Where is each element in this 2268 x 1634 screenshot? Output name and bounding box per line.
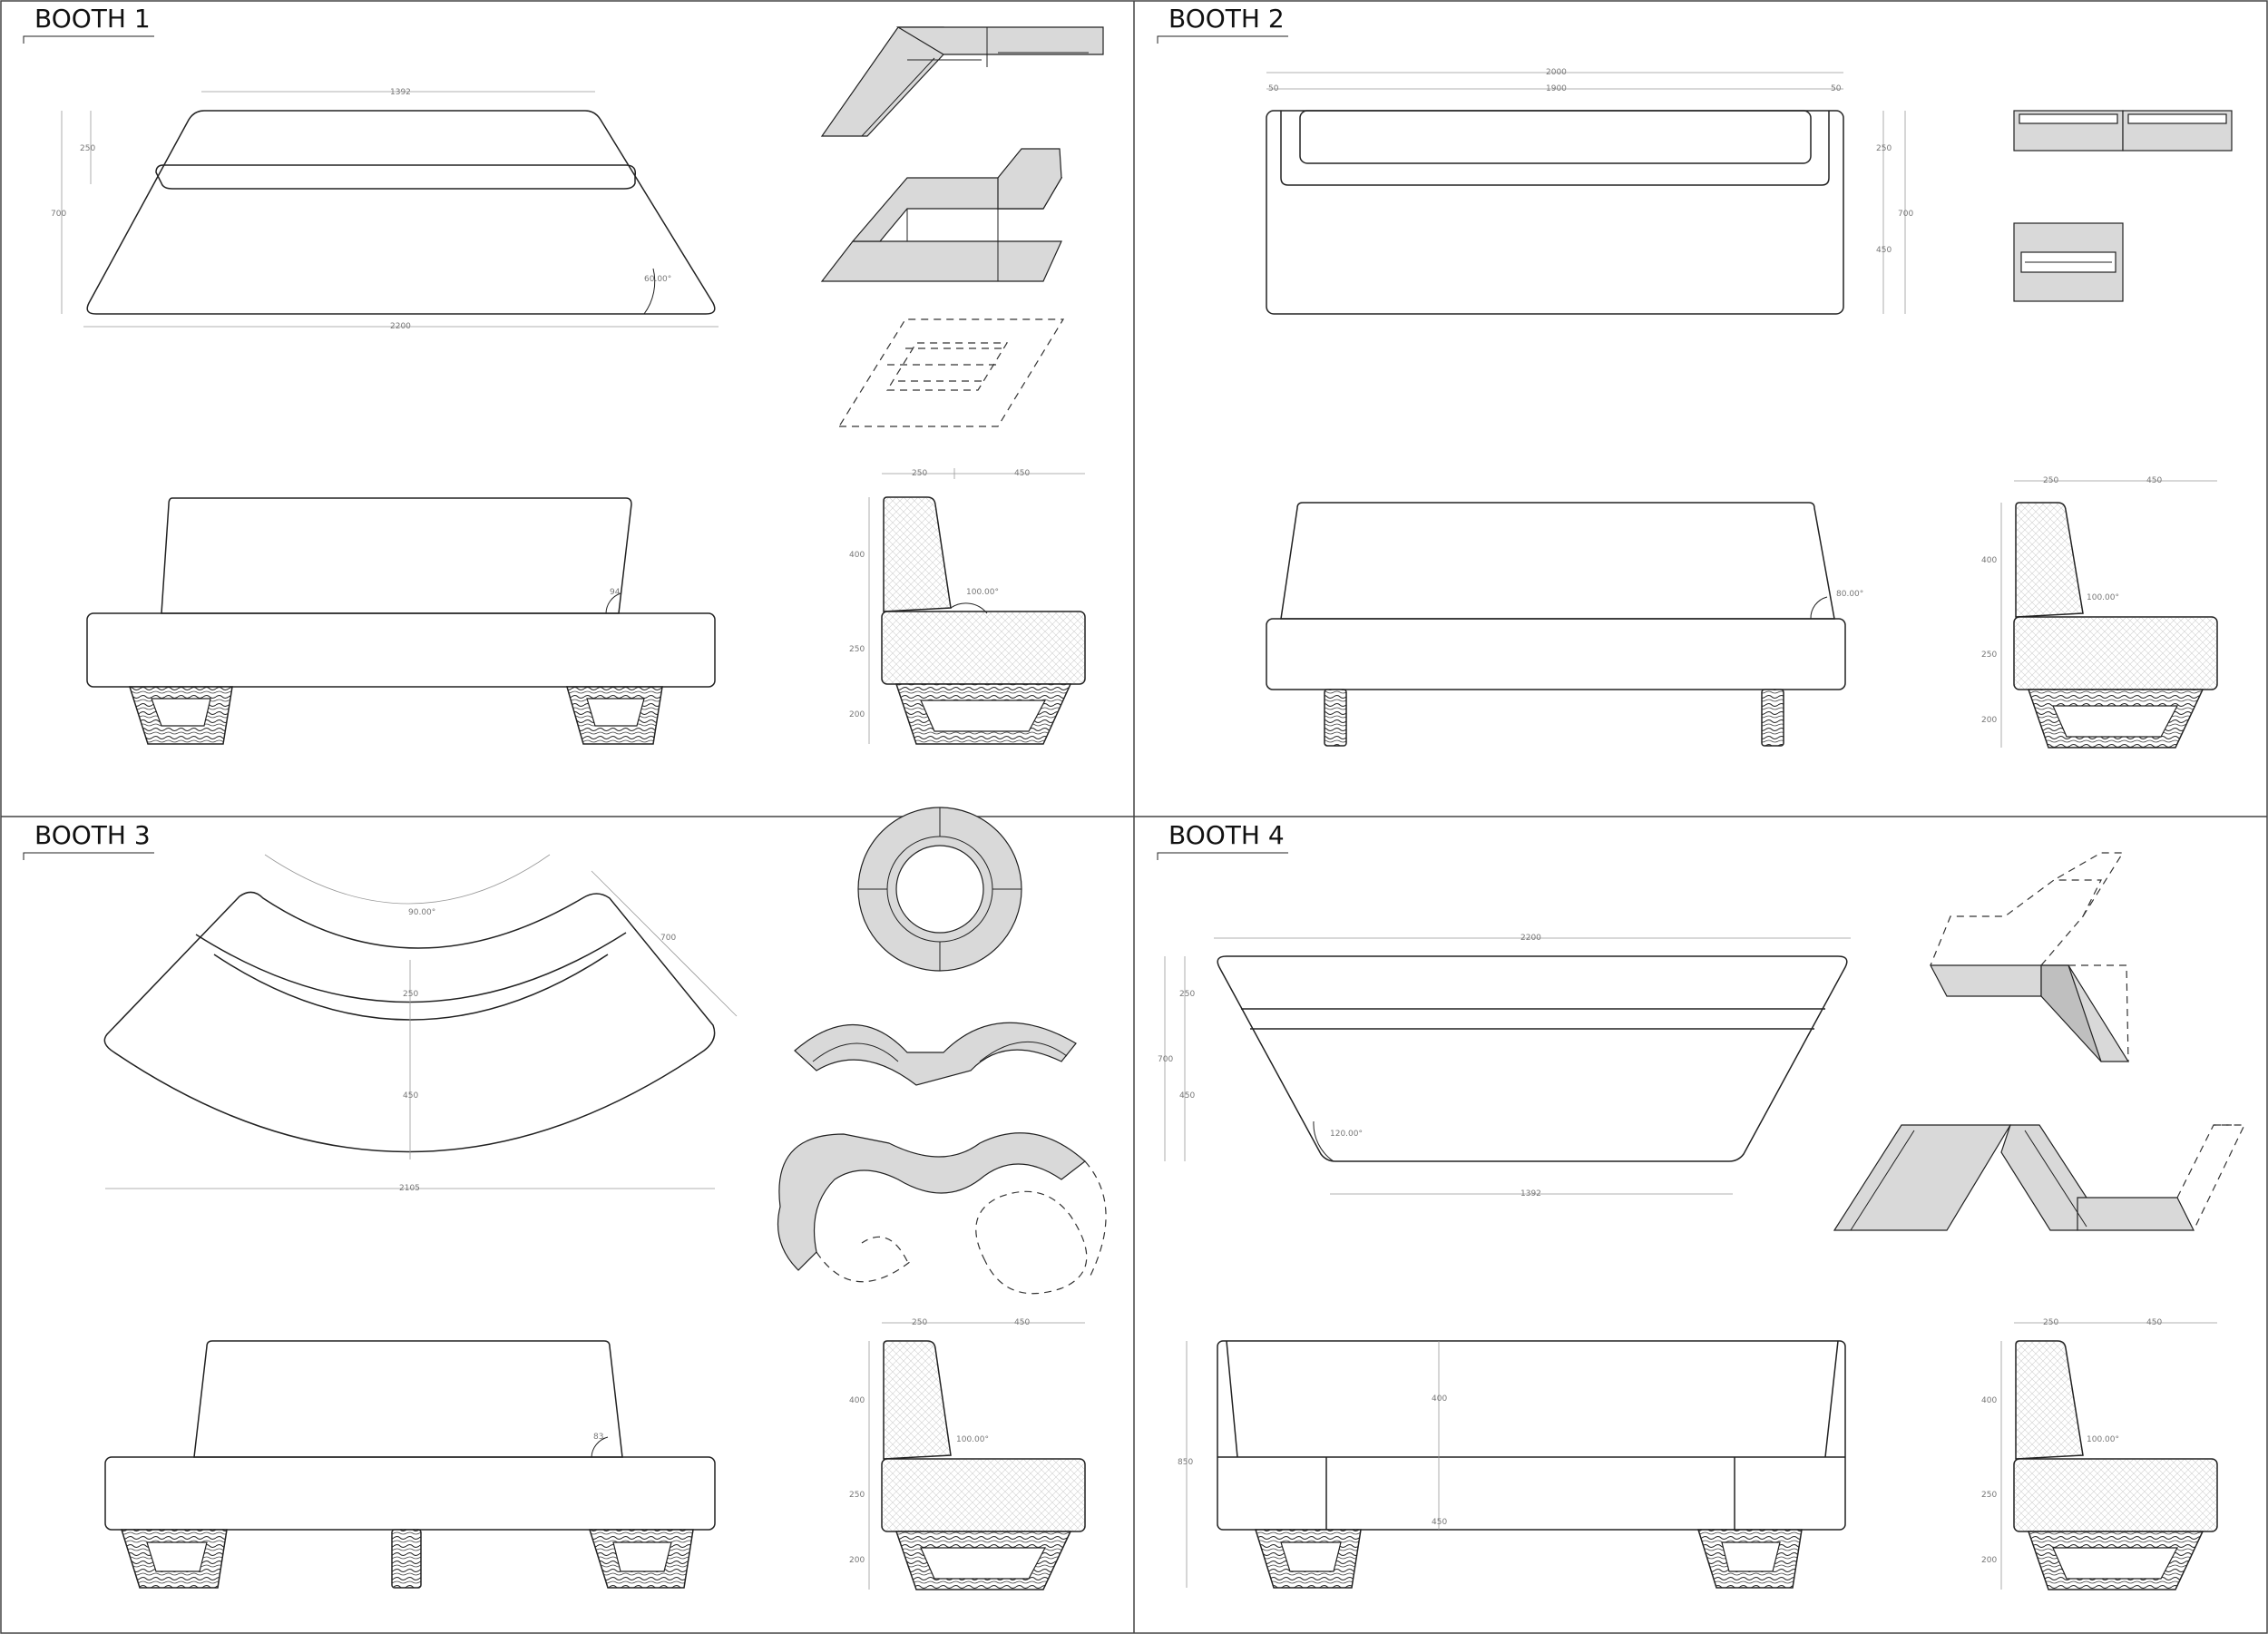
booth-1-plan-back-depth: 250	[80, 144, 95, 153]
booth-4-plan-top-width: 2200	[1520, 934, 1541, 943]
booth-1-plan-depth: 700	[51, 210, 66, 219]
booth-4-plan-depth: 700	[1158, 1055, 1173, 1064]
booth-1-side-section: 250 450 400 250 200 100.00°	[849, 468, 1086, 745]
booth-1-title-underline	[23, 35, 154, 44]
booth-4-configurations	[1833, 852, 2245, 1231]
booth-3-front-angle: 83	[593, 1433, 603, 1442]
booth-2-front-elevation: 80.00°	[1266, 502, 1863, 747]
booth-1-plan-bottom-width: 2200	[390, 322, 411, 331]
booth-3-plan-seat-depth: 450	[403, 1091, 418, 1101]
booth-4-plan-angle: 120.00°	[1330, 1130, 1363, 1139]
booth-2-plan-side-right: 50	[1831, 84, 1842, 93]
booth-3-side-seat-depth: 450	[1014, 1318, 1030, 1327]
booth-4-side-seat-height: 250	[1981, 1491, 1997, 1500]
booth-4-title-underline	[1157, 852, 1288, 860]
booth-4-title: BOOTH 4	[1168, 820, 1285, 850]
booth-2-plan-inner: 1900	[1546, 84, 1567, 93]
booth-2-side-section: 250 450 400 250 200 100.00°	[1981, 476, 2218, 749]
booth-3-title-underline	[23, 852, 154, 860]
booth-4-side-angle: 100.00°	[2087, 1435, 2119, 1444]
booth-2-panel: BOOTH 2 2000 1900 50 50 250 450 700	[1157, 4, 2233, 749]
booth-2-side-seat-height: 250	[1981, 651, 1997, 660]
booth-1-side-seat-depth: 450	[1014, 469, 1030, 478]
booth-1-panel: BOOTH 1 1392 2200 700 250 60.00°	[23, 4, 1104, 745]
booth-2-plan-seat-depth: 450	[1876, 246, 1892, 255]
booth-2-side-back-width: 250	[2043, 476, 2058, 485]
booth-1-front-elevation: 94	[86, 497, 716, 745]
booth-3-side-angle: 100.00°	[956, 1435, 989, 1444]
booth-1-front-angle: 94	[610, 588, 621, 597]
booth-2-title-underline	[1157, 35, 1288, 44]
booth-3-plan-view: 90.00° 700 250 450 2105	[103, 854, 738, 1193]
booth-4-front-seat-height: 450	[1432, 1518, 1447, 1527]
booth-3-plan-depth: 700	[660, 934, 676, 943]
booth-4-front-back-height: 400	[1432, 1394, 1447, 1404]
booth-2-side-angle: 100.00°	[2087, 593, 2119, 602]
booth-3-side-back-height: 400	[849, 1396, 865, 1405]
booth-3-side-seat-height: 250	[849, 1491, 865, 1500]
booth-3-configurations	[777, 807, 1107, 1295]
booth-4-side-section: 250 450 400 250 200 100.00°	[1981, 1318, 2218, 1590]
booth-2-side-back-height: 400	[1981, 556, 1997, 565]
booth-4-side-back-height: 400	[1981, 1396, 1997, 1405]
booth-4-side-seat-depth: 450	[2146, 1318, 2162, 1327]
booth-4-plan-back-depth: 250	[1179, 990, 1195, 999]
booth-2-plan-depth: 700	[1898, 210, 1913, 219]
booth-2-configurations	[2013, 110, 2233, 302]
booth-4-plan-view: 2200 250 450 700 120.00° 1392	[1158, 934, 1851, 1199]
booth-1-plan-view: 1392 2200 700 250 60.00°	[51, 88, 719, 331]
booth-1-configurations	[820, 26, 1104, 427]
booth-2-title: BOOTH 2	[1168, 4, 1285, 34]
booth-1-side-leg-height: 200	[849, 710, 865, 719]
booth-3-side-section: 250 450 400 250 200 100.00°	[849, 1318, 1086, 1590]
booth-1-side-back-width: 250	[912, 469, 927, 478]
booth-2-plan-side-left: 50	[1268, 84, 1279, 93]
booth-1-title: BOOTH 1	[34, 4, 151, 34]
booth-1-side-seat-height: 250	[849, 645, 865, 654]
booth-3-plan-chord: 2105	[399, 1184, 420, 1193]
booth-4-front-overall-height: 850	[1178, 1458, 1193, 1467]
booth-2-plan-view: 2000 1900 50 50 250 450 700	[1266, 68, 1913, 315]
booth-3-front-elevation: 83	[104, 1340, 716, 1589]
booth-3-panel: BOOTH 3 90.00° 700 250 450 2105	[23, 807, 1107, 1590]
booth-3-side-back-width: 250	[912, 1318, 927, 1327]
booth-4-front-elevation: 400 450 850	[1178, 1340, 1846, 1589]
booth-4-plan-bottom-width: 1392	[1520, 1189, 1541, 1199]
booth-1-side-back-height: 400	[849, 551, 865, 560]
booth-2-plan-overall: 2000	[1546, 68, 1567, 77]
booth-3-plan-angle: 90.00°	[408, 908, 435, 917]
booth-1-plan-top-width: 1392	[390, 88, 411, 97]
booth-2-front-angle: 80.00°	[1836, 590, 1863, 599]
booth-3-title: BOOTH 3	[34, 820, 151, 850]
booth-3-plan-back-depth: 250	[403, 990, 418, 999]
booth-2-plan-back-depth: 250	[1876, 144, 1892, 153]
booth-1-plan-angle: 60.00°	[644, 275, 671, 284]
booth-3-side-leg-height: 200	[849, 1556, 865, 1565]
booth-4-panel: BOOTH 4 2200 250 450 700 120.00° 1392	[1157, 820, 2245, 1590]
booth-4-plan-seat-depth: 450	[1179, 1091, 1195, 1101]
booth-2-side-seat-depth: 450	[2146, 476, 2162, 485]
booth-4-side-leg-height: 200	[1981, 1556, 1997, 1565]
booth-4-side-back-width: 250	[2043, 1318, 2058, 1327]
booth-1-side-angle: 100.00°	[966, 588, 999, 597]
booth-2-side-leg-height: 200	[1981, 716, 1997, 725]
